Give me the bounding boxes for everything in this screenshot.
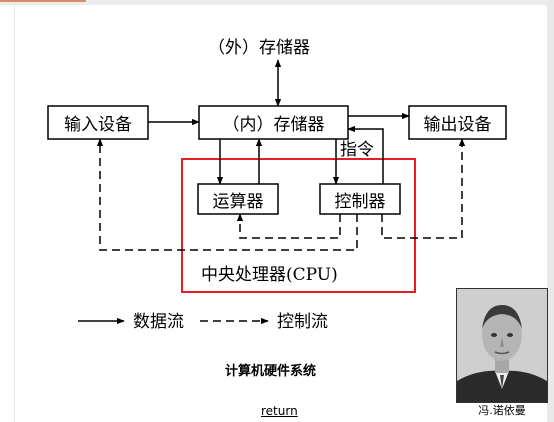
return-link[interactable]: return	[261, 404, 298, 418]
von-neumann-photo	[456, 288, 548, 403]
output-device-label: 输出设备	[423, 115, 492, 135]
external-storage-label: （外）存储器	[208, 38, 310, 58]
control-to-input	[96, 138, 358, 251]
legend-data-flow-label: 数据流	[133, 312, 184, 332]
slide-left-border	[14, 5, 15, 422]
alu-box	[197, 183, 279, 215]
controller-box	[319, 183, 401, 215]
instruction-label: 指令	[340, 140, 374, 160]
control-to-alu	[236, 213, 341, 239]
figure-caption: 计算机硬件系统	[225, 364, 317, 379]
window-right-edge	[547, 0, 554, 422]
internal-storage-label: （内）存储器	[222, 115, 325, 135]
legend-control-flow-label: 控制流	[277, 312, 328, 332]
window-top-strip	[0, 0, 554, 5]
cpu-label: 中央处理器(CPU)	[201, 265, 338, 285]
input-device-label: 输入设备	[64, 115, 132, 135]
internal-storage-box	[198, 105, 349, 140]
portrait-illustration	[457, 289, 547, 402]
cpu-boundary	[181, 158, 416, 293]
arrow-output-to-storage	[347, 125, 384, 184]
window-accent-bar	[0, 0, 86, 2]
output-device-box	[408, 105, 507, 140]
controller-label: 控制器	[334, 191, 386, 212]
alu-label: 运算器	[212, 191, 264, 212]
photo-caption: 冯.诺依曼	[478, 404, 526, 417]
